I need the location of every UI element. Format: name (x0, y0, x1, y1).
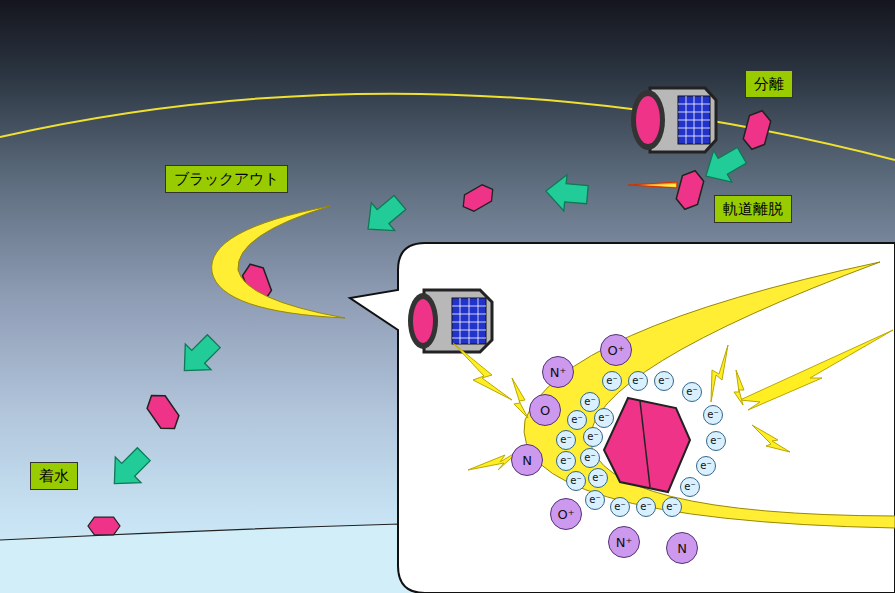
callout-bubble (350, 243, 895, 593)
electron-particle: e⁻ (682, 382, 702, 402)
ion-particle: N (511, 444, 543, 476)
electron-particle: e⁻ (706, 431, 726, 451)
electron-particle: e⁻ (703, 405, 723, 425)
particle-symbol: e⁻ (686, 387, 697, 397)
thruster-flame-core (645, 184, 676, 187)
ion-particle: N⁺ (542, 356, 574, 388)
particle-symbol: e⁻ (658, 376, 669, 386)
particle-symbol: e⁻ (592, 473, 603, 483)
ion-particle: N (666, 532, 698, 564)
ion-particle: O⁺ (600, 334, 632, 366)
inset-satellite (408, 290, 492, 352)
ion-particle: O (529, 394, 561, 426)
particle-symbol: O⁺ (607, 344, 624, 357)
particle-symbol: e⁻ (606, 376, 617, 386)
electron-particle: e⁻ (654, 371, 674, 391)
electron-particle: e⁻ (580, 448, 600, 468)
stage-label-text: 軌道離脱 (723, 199, 783, 219)
electron-particle: e⁻ (588, 468, 608, 488)
satellite (631, 88, 716, 152)
electron-particle: e⁻ (583, 427, 603, 447)
stage-label-text: 分離 (754, 74, 784, 94)
particle-symbol: O⁺ (557, 508, 574, 521)
particle-symbol: N⁺ (616, 536, 633, 549)
thruster-flame (628, 182, 677, 188)
electron-particle: e⁻ (556, 430, 576, 450)
particle-symbol: e⁻ (666, 502, 677, 512)
particle-symbol: e⁻ (632, 376, 643, 386)
particle-symbol: e⁻ (707, 410, 718, 420)
particle-symbol: e⁻ (587, 432, 598, 442)
orbit-line (0, 94, 895, 160)
particle-symbol: N (522, 454, 532, 467)
particle-symbol: e⁻ (598, 413, 609, 423)
particle-symbol: e⁻ (584, 397, 595, 407)
stage-label: 分離 (745, 70, 793, 98)
stage-label: 軌道離脱 (714, 195, 792, 223)
particle-symbol: N⁺ (550, 366, 567, 379)
stage-label-text: 着水 (39, 466, 69, 486)
plasma-crescent (524, 262, 895, 528)
particle-symbol: e⁻ (684, 482, 695, 492)
particle-symbol: e⁻ (584, 453, 595, 463)
particle-symbol: e⁻ (700, 461, 711, 471)
electron-particle: e⁻ (567, 410, 587, 430)
electron-particle: e⁻ (566, 471, 586, 491)
electron-particle: e⁻ (662, 497, 682, 517)
electron-particle: e⁻ (602, 371, 622, 391)
particle-symbol: e⁻ (560, 456, 571, 466)
electron-particle: e⁻ (610, 497, 630, 517)
electron-particle: e⁻ (636, 497, 656, 517)
electron-particle: e⁻ (680, 477, 700, 497)
electron-particle: e⁻ (628, 371, 648, 391)
inset-capsule (604, 398, 690, 492)
stage-label: 着水 (30, 462, 78, 490)
particle-symbol: N (677, 542, 687, 555)
electron-particle: e⁻ (696, 456, 716, 476)
particle-symbol: e⁻ (640, 502, 651, 512)
particle-symbol: e⁻ (710, 436, 721, 446)
electron-particle: e⁻ (585, 490, 605, 510)
stage-label: ブラックアウト (165, 165, 288, 193)
particle-symbol: e⁻ (560, 435, 571, 445)
ion-particle: N⁺ (608, 526, 640, 558)
stage-label-text: ブラックアウト (174, 169, 279, 189)
electron-particle: e⁻ (594, 408, 614, 428)
ion-particle: O⁺ (550, 498, 582, 530)
particle-symbol: e⁻ (614, 502, 625, 512)
particle-symbol: e⁻ (589, 495, 600, 505)
particle-symbol: O (540, 404, 550, 417)
particle-symbol: e⁻ (571, 415, 582, 425)
particle-symbol: e⁻ (570, 476, 581, 486)
electron-particle: e⁻ (556, 451, 576, 471)
shock-crescent (212, 206, 345, 318)
